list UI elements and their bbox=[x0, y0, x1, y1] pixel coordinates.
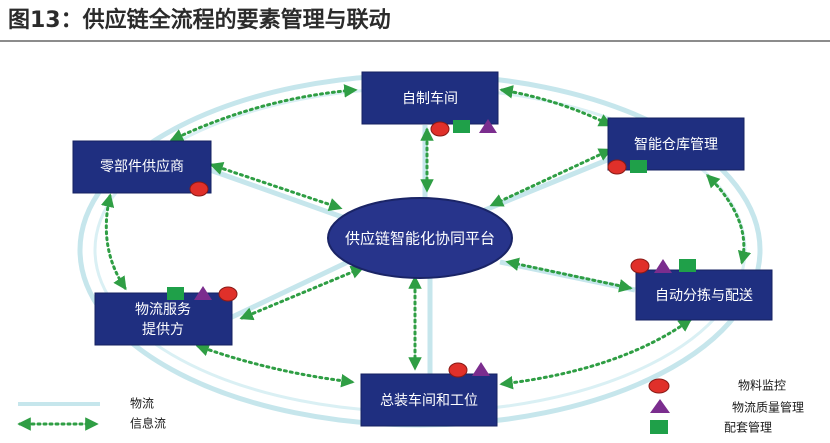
legend-quality-mgmt-icon bbox=[650, 399, 670, 413]
physical-flow-spoke-sorting bbox=[499, 259, 636, 293]
node-box-sorting bbox=[635, 269, 773, 321]
node-box-logistics bbox=[94, 292, 233, 346]
material-monitor-marker bbox=[607, 159, 627, 175]
kit-mgmt-marker bbox=[630, 160, 647, 173]
node-workshop: 自制车间 bbox=[361, 71, 499, 125]
legend: 物流 信息流 物料监控 物流质量管理 配套管理 bbox=[17, 378, 804, 435]
hub-ellipse bbox=[327, 197, 513, 279]
info-flow-supplier-workshop bbox=[169, 84, 358, 142]
info-flow-logistics-assembly bbox=[195, 343, 355, 388]
node-markers bbox=[167, 119, 696, 378]
info-flow-supplier-hub bbox=[209, 162, 343, 211]
node-sorting: 自动分拣与配送 bbox=[635, 269, 773, 321]
material-monitor-marker bbox=[430, 121, 450, 137]
legend-material-monitor-label: 物料监控 bbox=[738, 379, 786, 393]
info-flow-logistics-hub bbox=[239, 265, 365, 321]
hub-label: 供应链智能化协同平台 bbox=[345, 230, 495, 248]
node-box-workshop bbox=[361, 71, 499, 125]
node-box-assembly bbox=[360, 373, 498, 427]
info-flow-warehouse-hub bbox=[489, 148, 613, 207]
info-flow-sorting-hub bbox=[505, 257, 633, 293]
material-monitor-marker bbox=[218, 286, 238, 302]
legend-quality-mgmt-label: 物流质量管理 bbox=[732, 400, 804, 415]
info-flow-supplier-logistics bbox=[100, 193, 127, 291]
node-box-supplier bbox=[72, 140, 212, 194]
node-logistics: 物流服务 提供方 bbox=[94, 292, 233, 346]
physical-flow-spoke-logistics bbox=[228, 257, 354, 321]
material-monitor-marker bbox=[448, 362, 468, 378]
info-flow-sorting-assembly bbox=[499, 318, 693, 390]
info-flow-lines bbox=[100, 84, 752, 390]
quality-mgmt-marker bbox=[654, 259, 672, 273]
legend-physical-flow-label: 物流 bbox=[130, 397, 154, 411]
legend-material-monitor-icon bbox=[648, 378, 670, 394]
node-label-assembly: 总装车间和工位 bbox=[380, 392, 478, 409]
node-supplier: 零部件供应商 bbox=[72, 140, 212, 194]
figure-title: 图13：供应链全流程的要素管理与联动 bbox=[8, 8, 391, 33]
physical-flow-spoke-supplier bbox=[209, 167, 346, 221]
node-label-logistics-line1: 物流服务 bbox=[135, 302, 191, 318]
node-label-supplier: 零部件供应商 bbox=[100, 158, 184, 175]
node-assembly: 总装车间和工位 bbox=[360, 373, 498, 427]
legend-kit-mgmt-icon bbox=[650, 420, 668, 434]
node-warehouse: 智能仓库管理 bbox=[607, 117, 745, 171]
kit-mgmt-marker bbox=[167, 287, 184, 300]
legend-kit-mgmt-label: 配套管理 bbox=[724, 420, 772, 435]
material-monitor-marker bbox=[630, 258, 650, 274]
kit-mgmt-marker bbox=[453, 120, 470, 133]
kit-mgmt-marker bbox=[679, 259, 696, 272]
physical-flow-spoke-warehouse bbox=[484, 155, 613, 213]
title-divider bbox=[0, 40, 830, 42]
info-flow-workshop-warehouse bbox=[499, 85, 613, 127]
node-label-sorting: 自动分拣与配送 bbox=[655, 288, 753, 304]
quality-mgmt-marker bbox=[479, 119, 497, 133]
quality-mgmt-marker bbox=[472, 362, 490, 376]
node-label-warehouse: 智能仓库管理 bbox=[634, 137, 718, 153]
node-label-workshop: 自制车间 bbox=[402, 90, 458, 107]
hub-platform: 供应链智能化协同平台 bbox=[327, 197, 513, 279]
info-flow-warehouse-sorting bbox=[706, 174, 752, 265]
material-monitor-marker bbox=[189, 181, 209, 197]
node-label-logistics-line2: 提供方 bbox=[142, 322, 184, 338]
legend-info-flow-label: 信息流 bbox=[130, 416, 166, 431]
quality-mgmt-marker bbox=[194, 286, 212, 300]
